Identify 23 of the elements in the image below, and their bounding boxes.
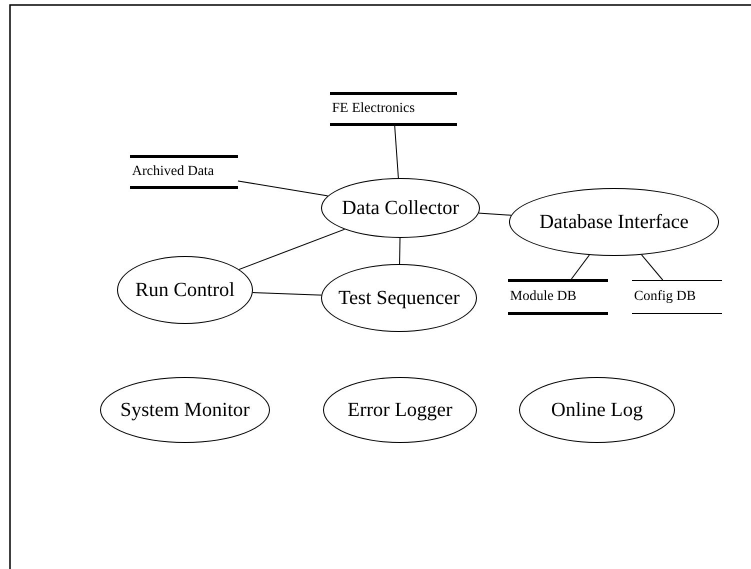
connector-line <box>394 126 399 178</box>
node-label: Error Logger <box>348 398 452 422</box>
connector-line <box>238 228 346 270</box>
node-label: Config DB <box>634 289 696 305</box>
data-store <box>330 92 457 126</box>
connector-line <box>252 292 322 296</box>
node-label: Database Interface <box>539 210 689 234</box>
node-label: Data Collector <box>342 196 460 220</box>
connector-line <box>478 212 512 216</box>
data-store <box>130 155 238 189</box>
node-label: Module DB <box>510 289 576 305</box>
connector-line <box>570 254 590 280</box>
connector-line <box>238 180 328 196</box>
node-label: Archived Data <box>132 164 214 180</box>
connector-line <box>641 254 664 280</box>
node-label: Run Control <box>135 278 235 302</box>
data-store <box>508 279 608 315</box>
data-store <box>632 280 722 314</box>
node-label: System Monitor <box>120 398 250 422</box>
node-label: Test Sequencer <box>338 286 460 310</box>
node-label: FE Electronics <box>332 101 415 117</box>
connector-line <box>399 238 400 264</box>
node-label: Online Log <box>551 398 643 422</box>
